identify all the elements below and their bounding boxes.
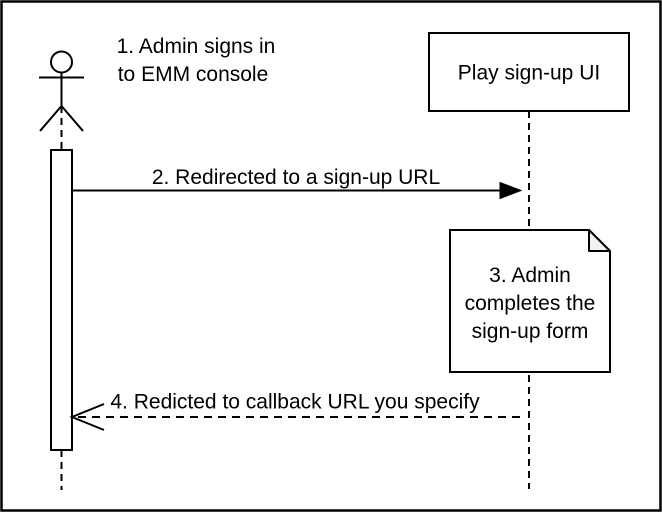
arrowhead-filled-icon xyxy=(499,181,523,200)
actor-left-leg xyxy=(39,105,63,132)
actor-caption-line1: 1. Admin signs in xyxy=(117,35,276,58)
actor-caption-line2: to EMM console xyxy=(118,63,269,86)
actor-right-leg xyxy=(60,105,84,132)
message-2-arrow xyxy=(72,181,523,200)
message-4-arrow xyxy=(69,403,520,431)
note-fold-icon xyxy=(588,229,611,252)
actor-head xyxy=(50,50,73,74)
note-text-line2: completes the xyxy=(465,292,596,315)
arrowhead-open-icon xyxy=(69,403,105,431)
note-text-line3: sign-up form xyxy=(472,320,589,343)
message-2-label: 2. Redirected to a sign-up URL xyxy=(152,166,440,189)
participant-box xyxy=(428,32,630,112)
note-text-line1: 3. Admin xyxy=(489,264,571,287)
note-body xyxy=(449,229,611,373)
message-4-label: 4. Redicted to callback URL you specify xyxy=(110,391,480,414)
activation-bar xyxy=(50,149,73,451)
note-shape xyxy=(449,229,611,373)
participant-label: Play sign-up UI xyxy=(458,62,600,85)
actor-icon xyxy=(39,50,84,150)
